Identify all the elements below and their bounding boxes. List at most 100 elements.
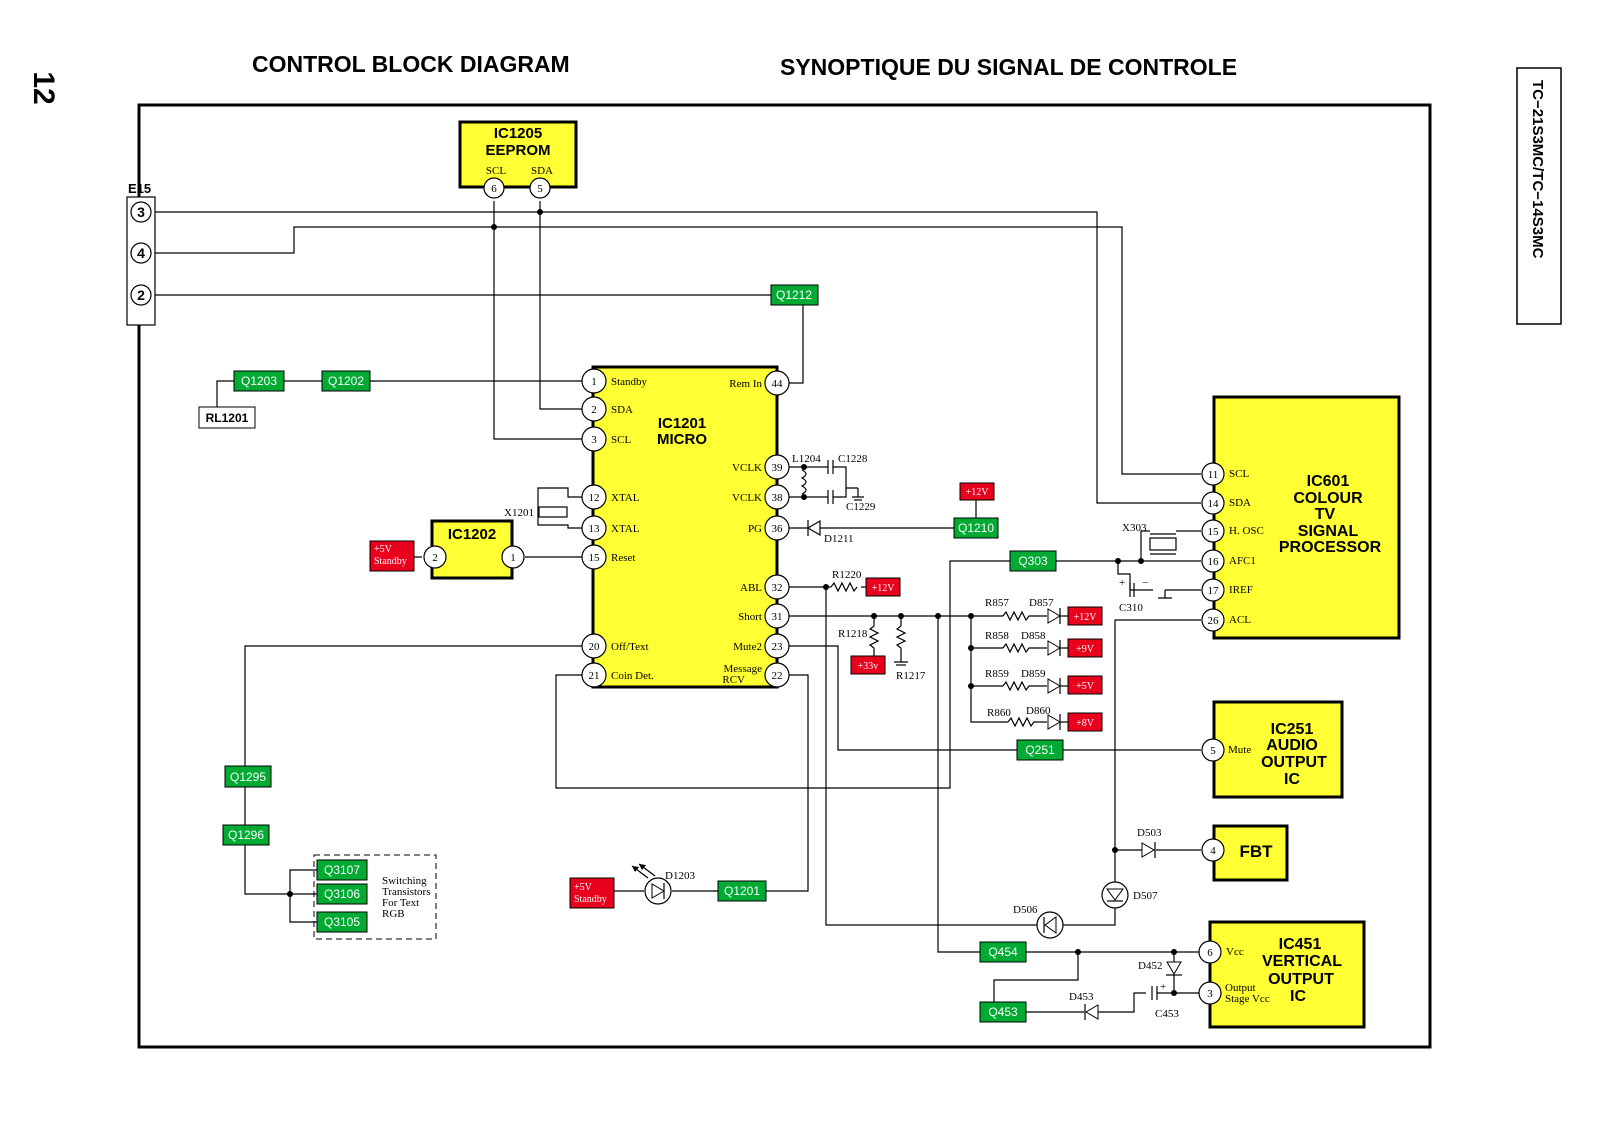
ic1201-micro: IC1201 MICRO 1 Standby 2 SDA 3 SCL 12 XT… xyxy=(581,365,790,689)
pin-number: 1 xyxy=(510,552,516,564)
pin-label: Mute xyxy=(1228,744,1251,756)
supply-9v: +9V xyxy=(1076,644,1095,655)
ic-function: EEPROM xyxy=(485,142,550,159)
switching-transistors-group: Switching Transistors For Text RGB xyxy=(313,854,437,940)
model-label: TC−21S3MC/TC−14S3MC xyxy=(1529,80,1546,259)
pin-number: 23 xyxy=(772,641,784,653)
d858-label: D858 xyxy=(1021,630,1046,642)
supply-8v: +8V xyxy=(1076,718,1095,729)
ic-line: VERTICAL xyxy=(1262,953,1342,970)
q454-label: Q454 xyxy=(988,945,1018,959)
c1228-label: C1228 xyxy=(838,453,868,465)
title-english: CONTROL BLOCK DIAGRAM xyxy=(252,51,570,77)
svg-text:+: + xyxy=(1119,577,1125,589)
q3105-label: Q3105 xyxy=(324,915,360,929)
svg-text:+: + xyxy=(1160,981,1166,993)
q3107-label: Q3107 xyxy=(324,863,360,877)
r858-label: R858 xyxy=(985,630,1009,642)
connector-pin: 3 xyxy=(137,204,145,220)
note-line: Switching xyxy=(382,875,427,887)
pin-number: 22 xyxy=(772,670,783,682)
x1201-label: X1201 xyxy=(504,507,534,519)
page-number: 12 xyxy=(27,71,60,104)
supply-5v-standby: Standby xyxy=(374,556,407,567)
q453-label: Q453 xyxy=(988,1005,1018,1019)
pin-label: XTAL xyxy=(611,492,640,504)
d506-label: D506 xyxy=(1013,904,1038,916)
pin-label: SCL xyxy=(1229,468,1249,480)
d507-label: D507 xyxy=(1133,890,1158,902)
pin-number: 15 xyxy=(589,552,601,564)
pin-number: 14 xyxy=(1208,498,1220,510)
pin-number: 1 xyxy=(591,376,597,388)
ic-name: IC1202 xyxy=(448,526,496,543)
svg-text:−: − xyxy=(1142,577,1148,589)
transistor-boxes xyxy=(222,284,1064,1023)
pin-number: 13 xyxy=(589,523,601,535)
q1212-label: Q1212 xyxy=(776,288,812,302)
pin-number: 3 xyxy=(591,434,597,446)
ic-line: IC251 xyxy=(1271,721,1314,738)
ic-line: IC451 xyxy=(1279,936,1322,953)
connector-e15: E15 3 4 2 xyxy=(126,181,156,326)
supply-33v: +33v xyxy=(858,661,879,672)
connector-pin: 4 xyxy=(137,245,145,261)
pin-label: ABL xyxy=(740,582,762,594)
supply-labels: +12V +12V +12V +9V +5V +8V +33v +5V Stan… xyxy=(374,487,1097,905)
pin-number: 6 xyxy=(491,183,497,195)
pin-label: IREF xyxy=(1229,584,1253,596)
ic-name: IC1201 xyxy=(658,415,706,432)
q1296-label: Q1296 xyxy=(228,828,264,842)
discrete-components: RL1201 X1201 L1204 C1228 C1229 D1211 R12… xyxy=(198,406,1182,1020)
pin-label: Off/Text xyxy=(611,641,649,653)
ic251-audio-output: IC251 AUDIO OUTPUT IC 5 Mute xyxy=(1201,700,1344,799)
pin-number: 16 xyxy=(1208,556,1220,568)
d857-label: D857 xyxy=(1029,597,1054,609)
pin-number: 26 xyxy=(1208,615,1220,627)
ic-line: COLOUR xyxy=(1293,490,1363,507)
ic-function: MICRO xyxy=(657,431,707,448)
l1204-label: L1204 xyxy=(792,453,821,465)
ic-line: IC xyxy=(1290,988,1306,1005)
pin-number: 11 xyxy=(1208,469,1219,481)
pin-label: VCLK xyxy=(732,492,762,504)
connector-pin: 2 xyxy=(137,287,145,303)
pin-number: 3 xyxy=(1207,988,1213,1000)
pin-number: 2 xyxy=(432,552,438,564)
pin-label: ACL xyxy=(1229,614,1251,626)
ic-line: OUTPUT xyxy=(1261,754,1327,771)
ic-name: IC1205 xyxy=(494,125,542,142)
model-side-tab: TC−21S3MC/TC−14S3MC xyxy=(1516,67,1562,325)
d1203-label: D1203 xyxy=(665,870,695,882)
pin-number: 4 xyxy=(1210,845,1216,857)
r859-label: R859 xyxy=(985,668,1009,680)
pin-label: Short xyxy=(738,611,762,623)
fbt: FBT 4 xyxy=(1201,824,1289,882)
pin-number: 15 xyxy=(1208,526,1220,538)
pin-label: SDA xyxy=(531,165,553,177)
connector-label: E15 xyxy=(128,181,151,196)
note-line: RGB xyxy=(382,908,405,920)
c453-label: C453 xyxy=(1155,1008,1179,1020)
supply-12v: +12V xyxy=(966,487,990,498)
ic-line: AUDIO xyxy=(1266,737,1318,754)
q3106-label: Q3106 xyxy=(324,887,360,901)
pin-label: XTAL xyxy=(611,523,640,535)
pin-number: 6 xyxy=(1207,947,1213,959)
d860-label: D860 xyxy=(1026,705,1051,717)
q1295-label: Q1295 xyxy=(230,770,266,784)
d452-label: D452 xyxy=(1138,960,1162,972)
ic-line: PROCESSOR xyxy=(1279,539,1382,556)
pin-label: Message xyxy=(724,663,763,675)
q1202-label: Q1202 xyxy=(328,374,364,388)
c1229-label: C1229 xyxy=(846,501,876,513)
pin-number: 2 xyxy=(591,404,597,416)
supply-boxes xyxy=(369,482,1103,909)
r1218-label: R1218 xyxy=(838,628,868,640)
pin-number: 44 xyxy=(772,378,784,390)
ic-line: IC xyxy=(1284,771,1300,788)
pin-label: H. OSC xyxy=(1229,525,1264,537)
d1211-label: D1211 xyxy=(824,533,854,545)
ic451-vertical-output: IC451 VERTICAL OUTPUT IC 6 Vcc 3 Output … xyxy=(1198,920,1366,1029)
ic-line: TV xyxy=(1315,506,1336,523)
